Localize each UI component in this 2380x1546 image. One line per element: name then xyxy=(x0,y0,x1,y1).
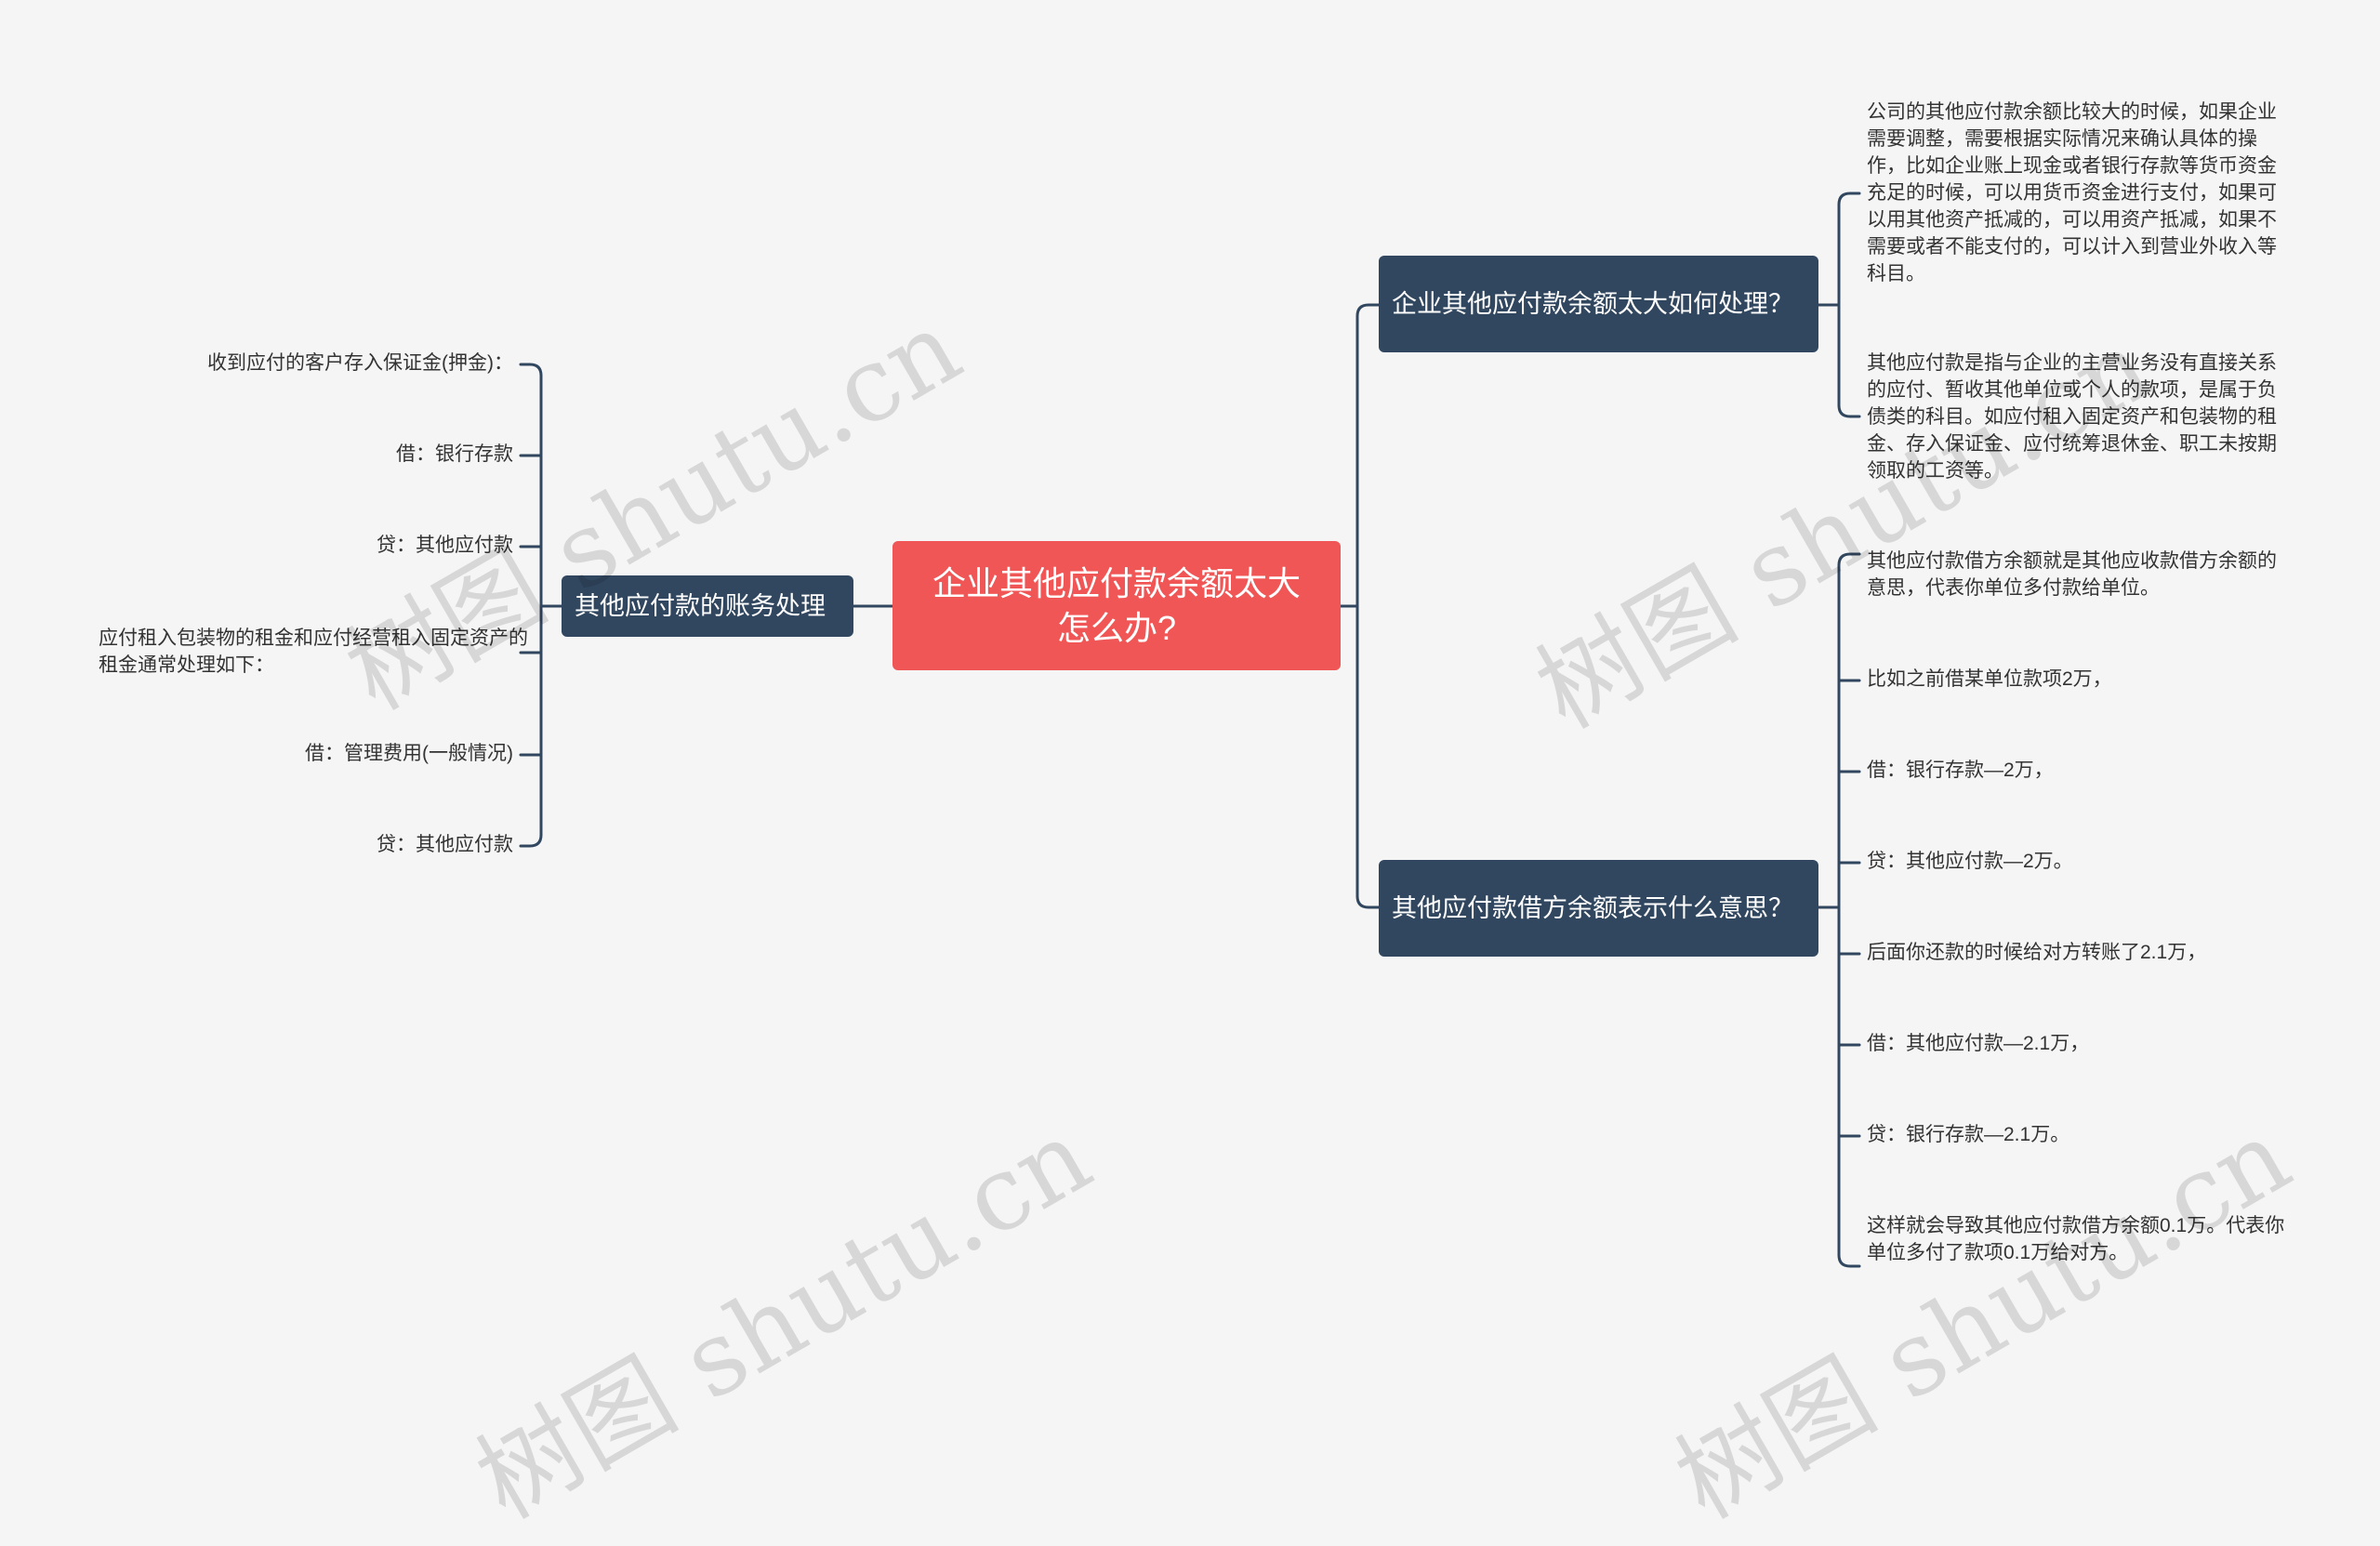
leaf-topic[interactable]: 贷：其他应付款—2万。 xyxy=(1867,851,2073,872)
leaf-topic[interactable]: 贷：其他应付款 xyxy=(377,535,513,556)
root-topic[interactable]: 企业其他应付款余额太大怎么办? xyxy=(892,541,1341,670)
branch-debit-balance-meaning[interactable]: 其他应付款借方余额表示什么意思？ xyxy=(1379,860,1818,957)
leaf-topic[interactable]: 借：其他应付款—2.1万， xyxy=(1867,1033,2090,1054)
leaf-topic[interactable]: 其他应付款借方余额就是其他应收款借方余额的意思，代表你单位多付款给单位。 xyxy=(1867,550,2277,599)
leaf-topic[interactable]: 贷：银行存款—2.1万。 xyxy=(1867,1124,2070,1145)
branch-label: 其他应付款的账务处理 xyxy=(575,592,826,620)
leaf-topic[interactable]: 其他应付款是指与企业的主营业务没有直接关系的应付、暂收其他单位或个人的款项，是属… xyxy=(1867,352,2277,482)
leaf-topic[interactable]: 收到应付的客户存入保证金(押金)： xyxy=(207,352,513,374)
leaf-topic[interactable]: 贷：其他应付款 xyxy=(377,834,513,855)
branch-label: 企业其他应付款余额太大如何处理？ xyxy=(1392,290,1793,318)
leaf-topic[interactable]: 比如之前借某单位款项2万， xyxy=(1867,668,2112,690)
leaf-topic[interactable]: 应付租入包装物的租金和应付经营租入固定资产的租金通常处理如下： xyxy=(99,628,528,676)
connector-lines xyxy=(519,192,1861,1268)
leaf-topic[interactable]: 借：管理费用(一般情况) xyxy=(305,743,513,764)
leaf-topic[interactable]: 借：银行存款—2万， xyxy=(1867,760,2054,781)
leaf-topic[interactable]: 这样就会导致其他应付款借方余额0.1万。代表你单位多付了款项0.1万给对方。 xyxy=(1867,1215,2285,1263)
branch-accounting-treatment[interactable]: 其他应付款的账务处理 xyxy=(562,575,853,637)
leaf-topic[interactable]: 公司的其他应付款余额比较大的时候，如果企业需要调整，需要根据实际情况来确认具体的… xyxy=(1867,101,2277,284)
branch-label: 其他应付款借方余额表示什么意思？ xyxy=(1392,894,1793,922)
leaf-topic[interactable]: 借：银行存款 xyxy=(396,443,513,465)
root-topic-label: 企业其他应付款余额太大怎么办? xyxy=(932,563,1301,647)
branch-how-to-handle[interactable]: 企业其他应付款余额太大如何处理？ xyxy=(1379,256,1818,352)
leaf-topic[interactable]: 后面你还款的时候给对方转账了2.1万， xyxy=(1867,942,2207,963)
